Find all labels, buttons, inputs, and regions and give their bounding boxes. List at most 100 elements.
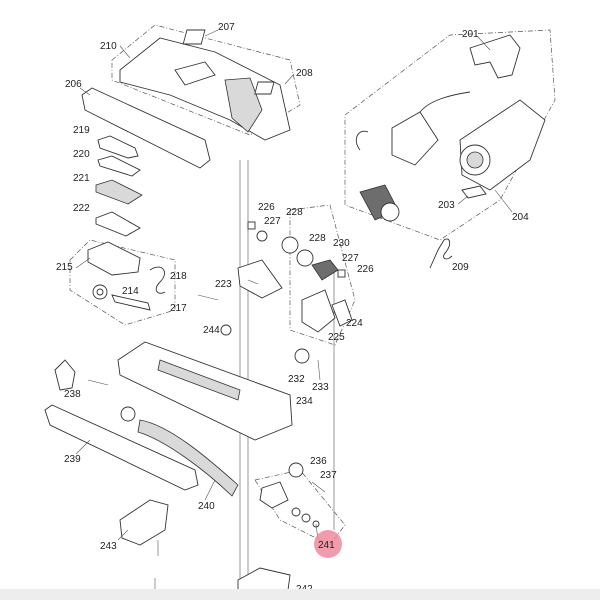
callout-215: 215 (56, 262, 73, 273)
part-203-clip (461, 185, 487, 199)
part-241-washer-b (301, 513, 311, 523)
part-motor-body (391, 111, 439, 166)
part-210-inner-detail (174, 61, 216, 86)
leader-210 (119, 45, 131, 59)
callout-201: 201 (462, 29, 479, 40)
part-228-pulley-a (281, 236, 299, 254)
leader-201 (477, 36, 491, 51)
part-241-washer-a (291, 507, 301, 517)
part-214-gear-inner (96, 288, 104, 296)
part-228-pulley-b (296, 249, 314, 267)
part-232-wheel (294, 348, 310, 364)
callout-233: 233 (312, 382, 329, 393)
callout-244: 244 (203, 325, 220, 336)
part-220 (97, 155, 141, 177)
callout-214: 214 (122, 286, 139, 297)
leader-223 (247, 279, 259, 285)
group-outline-top-cover (111, 24, 301, 136)
callout-232: 232 (288, 374, 305, 385)
part-236-wheel (288, 462, 304, 478)
callout-220: 220 (73, 149, 90, 160)
highlight-marker-241 (314, 530, 342, 558)
leader-215 (75, 257, 91, 269)
part-243-end-cap (119, 499, 169, 546)
leader-208 (284, 73, 295, 85)
part-233-screw (317, 359, 321, 381)
group-outline-motor-assembly (344, 29, 556, 241)
part-219 (97, 135, 139, 159)
callout-223: 223 (215, 279, 232, 290)
part-201-cover (469, 34, 521, 79)
part-237-pin (311, 481, 326, 493)
callout-204: 204 (512, 212, 529, 223)
part-242-bottom-plate (237, 567, 291, 591)
part-218-spring (149, 266, 166, 294)
callout-218: 218 (170, 271, 187, 282)
callout-226a: 226 (258, 202, 275, 213)
group-outline-left-stack (69, 239, 176, 326)
part-motor-wires (355, 91, 471, 151)
callout-217: 217 (170, 303, 187, 314)
leader-206 (79, 87, 91, 96)
callout-240: 240 (198, 501, 215, 512)
part-217-lever (111, 294, 151, 311)
callout-206: 206 (65, 79, 82, 90)
part-223-motor (237, 259, 283, 299)
part-234-chassis-rib (157, 359, 241, 401)
leader-203 (457, 195, 469, 205)
callout-236: 236 (310, 456, 327, 467)
part-239-front-plate (44, 404, 199, 491)
callout-227a: 227 (264, 216, 281, 227)
callout-227b: 227 (342, 253, 359, 264)
callout-226b: 226 (357, 264, 374, 275)
callout-203: 203 (438, 200, 455, 211)
callout-243: 243 (100, 541, 117, 552)
part-209-spring (429, 238, 453, 269)
footer-bar (0, 589, 600, 600)
part-241-gear (259, 481, 289, 509)
leader-240 (204, 479, 216, 501)
callout-239: 239 (64, 454, 81, 465)
part-225-housing (301, 289, 336, 333)
callout-207: 207 (218, 22, 235, 33)
callout-237: 237 (320, 470, 337, 481)
part-226-clip-left (247, 221, 256, 230)
part-240-brush-roll (137, 419, 239, 497)
callout-208: 208 (296, 68, 313, 79)
callout-209: 209 (452, 262, 469, 273)
part-motor-cap (380, 202, 400, 222)
part-210-handle-socket (224, 77, 263, 133)
callout-238: 238 (64, 389, 81, 400)
callout-210: 210 (100, 41, 117, 52)
part-215-housing (87, 241, 141, 276)
callout-228a: 228 (286, 207, 303, 218)
callout-221: 221 (73, 173, 90, 184)
part-226-clip-right (337, 269, 346, 278)
part-227-bearing (256, 230, 268, 242)
callout-230: 230 (333, 238, 350, 249)
part-240-brush-end (120, 406, 136, 422)
leader-239 (75, 439, 91, 455)
callout-228b: 228 (309, 233, 326, 244)
callout-234: 234 (296, 396, 313, 407)
part-pin-left (197, 294, 219, 301)
callout-241: 241 (318, 540, 335, 551)
part-224-bracket (331, 299, 353, 327)
part-207-label-plate (182, 29, 206, 45)
part-238-side-clip (54, 359, 76, 391)
part-244-bushing (220, 324, 232, 336)
leader-243 (117, 529, 129, 541)
callout-219: 219 (73, 125, 90, 136)
part-206-front-bumper (81, 87, 211, 169)
callout-224: 224 (346, 318, 363, 329)
leader-207 (204, 29, 219, 37)
part-222 (95, 211, 141, 237)
part-204-motor-end-inner (466, 151, 484, 169)
callout-222: 222 (73, 203, 90, 214)
part-238-pin (87, 379, 109, 386)
callout-225: 225 (328, 332, 345, 343)
part-208-label-plate (254, 81, 275, 95)
leader-204 (494, 189, 513, 213)
part-221 (95, 179, 143, 205)
